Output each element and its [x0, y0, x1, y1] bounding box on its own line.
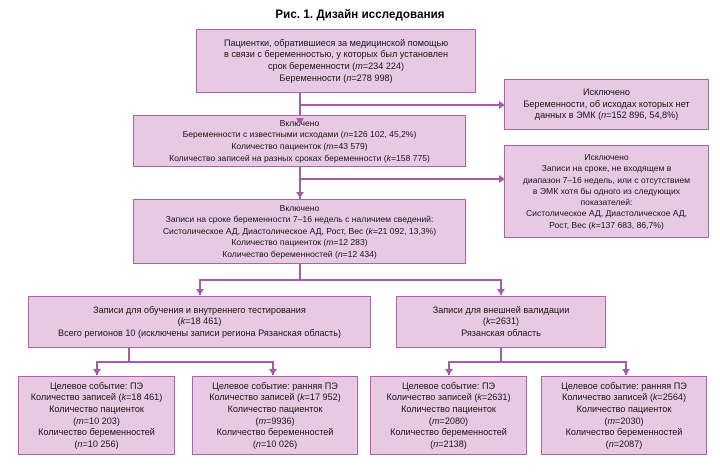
connector-valid-right: [625, 361, 627, 375]
node-line: Исключено: [583, 87, 630, 98]
connector-train-right: [272, 361, 274, 375]
node-outcome-train-pe: Целевое событие: ПЭ Количество записей (…: [18, 376, 175, 455]
node-line: Целевое событие: ПЭ: [49, 380, 144, 391]
node-line: в ЭМК хотя бы одного из следующих: [532, 185, 681, 196]
node-line: Беременности, об исходах которых нет: [523, 98, 690, 109]
node-line: (m=2030): [604, 415, 644, 426]
node-line: Количество пациенток: [576, 403, 672, 414]
node-line: (m=2080): [428, 415, 469, 426]
connector-source-to-excluded: [299, 104, 500, 106]
connector-train-bar: [96, 361, 274, 363]
node-line: Записи на сроке беременности 7–16 недель…: [165, 214, 434, 225]
node-line: Всего регионов 10 (исключены записи реги…: [58, 327, 341, 338]
node-outcome-valid-pe: Целевое событие: ПЭ Количество записей (…: [370, 376, 527, 455]
node-line: Количество пациенток: [49, 403, 144, 414]
node-line: Количество пациенток (m=43 579): [231, 141, 368, 151]
arrowhead-to-outcome-valid-pe: [445, 369, 453, 375]
node-line: Систолическое АД, Диастолическое АД, Рос…: [162, 225, 437, 236]
node-line: (k=18 461): [177, 316, 222, 327]
node-line: диапазон 7–16 недель, или с отсутствием: [522, 174, 691, 185]
arrowhead-to-validation-set: [497, 289, 505, 295]
node-line: Количество записей (k=18 461): [30, 392, 163, 403]
node-line: в связи с беременностью, у которых был у…: [224, 49, 448, 60]
node-line: Количество записей (k=2631): [386, 392, 511, 403]
node-line: (m=9936): [255, 415, 295, 426]
node-line: Целевое событие: ранняя ПЭ: [212, 380, 338, 391]
node-line: данных в ЭМК (n=152 896, 54,8%): [534, 110, 679, 121]
node-line: Записи на сроке, не входящем в: [541, 163, 672, 174]
node-line: Количество записей на разных сроках бере…: [169, 152, 430, 163]
node-line: (n=10 256): [74, 438, 119, 449]
node-included-7-16-weeks: Включено Записи на сроке беременности 7–…: [133, 199, 466, 264]
node-line: Количество пациенток (m=12 283): [231, 237, 368, 248]
node-source-cohort: Пациентки, обратившиеся за медицинской п…: [196, 29, 476, 93]
figure-title: Рис. 1. Дизайн исследования: [275, 9, 445, 21]
connector-train-left: [96, 361, 98, 375]
arrowhead-to-outcome-valid-early-pe: [622, 369, 630, 375]
node-line: Беременности (n=278 998): [279, 72, 393, 83]
arrowhead-to-excluded-1: [499, 101, 505, 109]
node-line: Целевое событие: ПЭ: [401, 380, 496, 391]
connector-valid-bar: [448, 361, 627, 363]
connector-valid-left: [448, 361, 450, 375]
connector-split-right: [500, 279, 502, 295]
node-line: (k=2631): [482, 316, 520, 327]
arrowhead-to-outcome-train-pe: [93, 369, 101, 375]
node-line: Количество записей (k=2564): [562, 392, 686, 403]
node-line: Систолическое АД, Диастолическое АД,: [525, 208, 688, 219]
connector-split-bar: [199, 279, 501, 281]
connector-train-stem: [128, 348, 130, 362]
node-line: показателей:: [580, 197, 633, 208]
node-line: Количество пациенток: [227, 403, 323, 414]
connector-valid-stem: [500, 348, 502, 362]
arrowhead-to-included-2: [296, 192, 304, 198]
arrowhead-to-training-set: [196, 289, 204, 295]
node-line: Исключено: [584, 152, 629, 163]
node-line: (n=10 026): [252, 438, 298, 449]
node-excluded-out-of-range: Исключено Записи на сроке, не входящем в…: [504, 145, 709, 238]
node-included-known-outcome: Включено Беременности с известными исход…: [133, 115, 466, 167]
node-external-validation-set: Записи для внешней валидации (k=2631) Ря…: [396, 296, 606, 348]
connector-source-to-included: [299, 93, 301, 125]
node-line: (m=10 203): [73, 415, 120, 426]
node-line: Количество пациенток: [401, 403, 496, 414]
arrowhead-to-excluded-2: [499, 175, 505, 183]
arrowhead-to-included-1: [296, 118, 304, 124]
node-line: срок беременности (m=234 224): [268, 61, 404, 71]
node-line: Целевое событие: ранняя ПЭ: [561, 380, 687, 391]
node-line: Количество беременностей: [38, 427, 155, 438]
node-line: Записи для внешней валидации: [432, 304, 570, 315]
connector-split-stem: [299, 264, 301, 280]
connector-split-left: [199, 279, 201, 295]
node-line: Записи для обучения и внутреннего тестир…: [93, 304, 306, 315]
node-outcome-valid-early-pe: Целевое событие: ранняя ПЭ Количество за…: [541, 376, 707, 455]
node-line: Количество беременностей: [216, 427, 334, 438]
node-line: Рост, Вес (k=137 683, 86,7%): [549, 219, 664, 230]
node-outcome-train-early-pe: Целевое событие: ранняя ПЭ Количество за…: [192, 376, 358, 455]
node-line: (n=2138): [430, 438, 467, 449]
node-line: Количество записей (k=17 952): [209, 392, 341, 403]
node-line: Количество беременностей (n=12 434): [222, 248, 377, 259]
connector-included1-to-excluded2: [299, 178, 500, 180]
node-line: Рязанская область: [461, 327, 541, 338]
node-line: Количество беременностей: [565, 427, 683, 438]
node-line: Количество беременностей: [390, 427, 507, 438]
arrowhead-to-outcome-train-early-pe: [269, 369, 277, 375]
node-training-set: Записи для обучения и внутреннего тестир…: [28, 296, 371, 348]
node-excluded-no-outcome: Исключено Беременности, об исходах котор…: [504, 79, 709, 130]
node-line: Включено: [279, 202, 320, 213]
node-line: (n=2087): [605, 438, 643, 449]
node-line: Пациентки, обратившиеся за медицинской п…: [223, 37, 449, 48]
connector-included1-to-included2: [299, 167, 301, 199]
node-line: Беременности с известными исходами (n=12…: [182, 129, 417, 140]
